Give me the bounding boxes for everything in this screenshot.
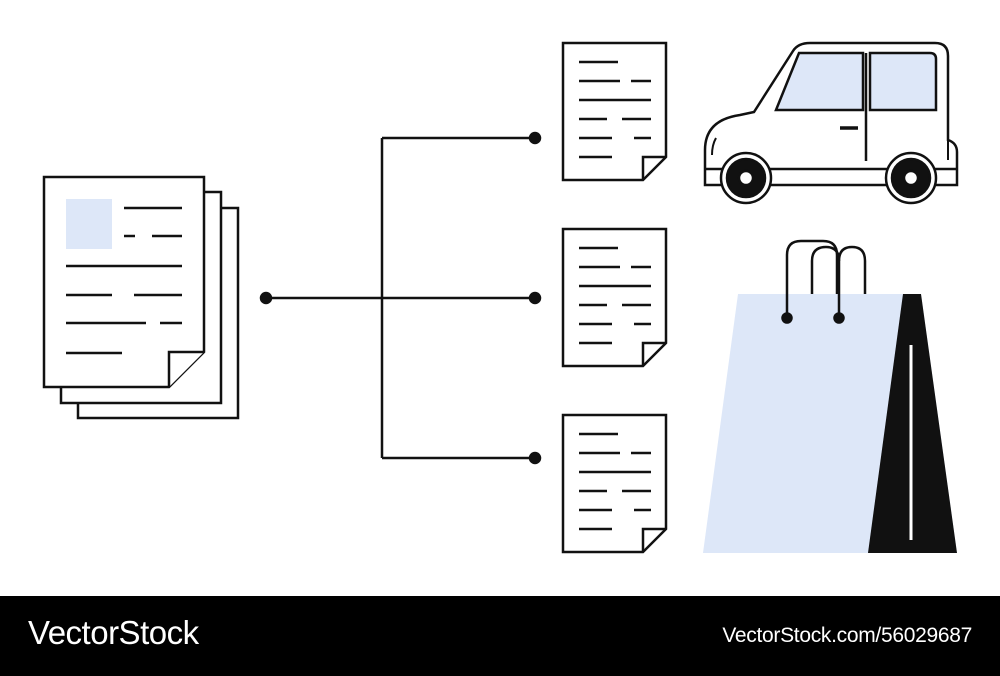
document-icon — [561, 413, 668, 554]
document-icon — [561, 41, 668, 182]
document-icon — [561, 227, 668, 368]
image-url[interactable]: VectorStock.com/56029687 — [722, 624, 972, 647]
brand-logo[interactable]: VectorStock — [28, 614, 199, 651]
shopping-bag-icon — [703, 239, 957, 553]
document-stack-icon — [42, 175, 240, 420]
car-icon — [703, 41, 959, 205]
connector-lines — [259, 131, 542, 465]
watermark-footer: VectorStock VectorStock.com/56029687 — [0, 596, 1000, 676]
